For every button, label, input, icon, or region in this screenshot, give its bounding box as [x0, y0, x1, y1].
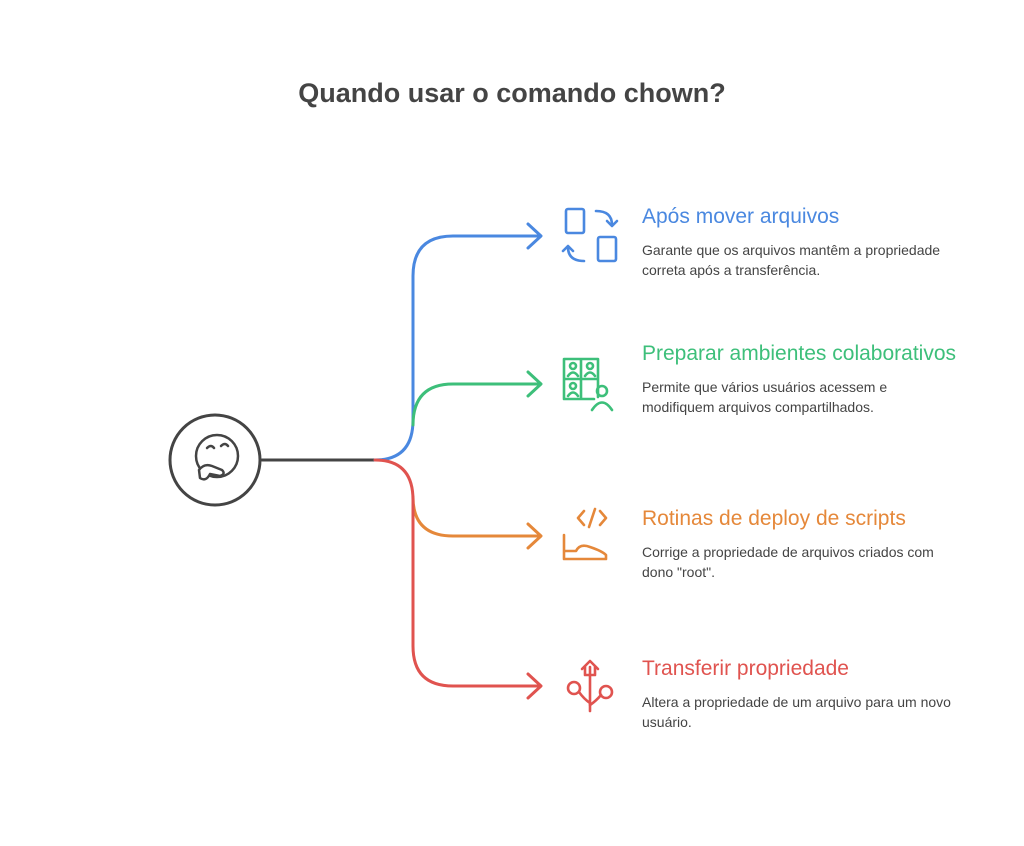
arrow-head-red: [526, 672, 543, 700]
item-description: Corrige a propriedade de arquivos criado…: [642, 544, 934, 580]
code-deploy-icon: [562, 507, 608, 561]
diagram-title: Quando usar o comando chown?: [298, 78, 726, 108]
arrow-head-green: [526, 370, 543, 398]
video-conference-users-icon: [562, 357, 614, 412]
item-description: Garante que os arquivos mantêm a proprie…: [642, 242, 941, 278]
ownership-transfer-icon: [566, 659, 614, 713]
item-collaborative-environments: Preparar ambientes colaborativos Permite…: [642, 340, 962, 417]
file-transfer-icon: [561, 207, 619, 263]
item-title: Após mover arquivos: [642, 205, 840, 228]
item-script-deploy-routines: Rotinas de deploy de scripts Corrige a p…: [642, 505, 962, 582]
branch-line-green: [411, 382, 542, 427]
item-description: Altera a propriedade de um arquivo para …: [642, 694, 951, 730]
branch-line-red: [373, 458, 542, 688]
item-title: Preparar ambientes colaborativos: [642, 342, 956, 365]
branch-line-blue: [373, 234, 542, 462]
item-description: Permite que vários usuários acessem e mo…: [642, 379, 888, 415]
item-transfer-ownership: Transferir propriedade Altera a propried…: [642, 655, 962, 732]
item-title: Transferir propriedade: [642, 657, 849, 680]
branch-line-orange: [411, 495, 542, 538]
arrow-head-orange: [526, 522, 543, 550]
item-after-moving-files: Após mover arquivos Garante que os arqui…: [642, 203, 962, 280]
arrow-head-blue: [526, 222, 543, 250]
thinking-face-icon: [168, 413, 262, 507]
item-title: Rotinas de deploy de scripts: [642, 507, 906, 530]
